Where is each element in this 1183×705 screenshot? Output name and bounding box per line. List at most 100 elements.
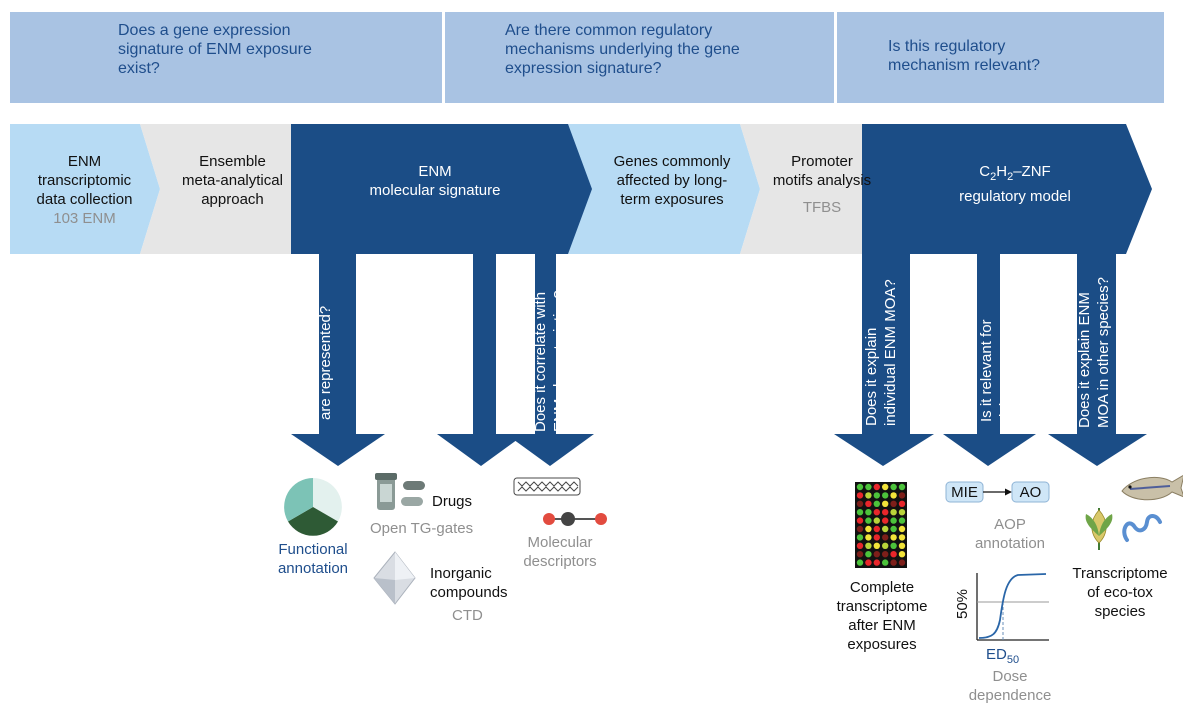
step-2: Ensemble meta-analytical approach: [170, 152, 295, 209]
question-box-1: Does a gene expression signature of ENM …: [10, 12, 442, 103]
microarray-icon: [855, 482, 907, 568]
aop-mie-label: MIE: [951, 484, 978, 501]
plant-icon: [1085, 508, 1113, 550]
microarray-spot: [882, 517, 889, 524]
microarray-spot: [865, 559, 872, 566]
step-6-line-2: regulatory model: [959, 188, 1071, 205]
microarray-spot: [865, 534, 872, 541]
microarray-spot: [865, 500, 872, 507]
pie-chart-icon: [284, 478, 342, 536]
microarray-spot: [890, 551, 897, 558]
ed50-label: ED50: [986, 646, 1020, 666]
question-2-line-3: expression signature?: [505, 60, 662, 77]
step-3-line-1: ENM: [418, 163, 452, 180]
step-1-chevron: [10, 124, 160, 254]
microarray-spot: [890, 509, 897, 516]
microarray-spot: [898, 559, 906, 566]
step-1-line-3: data collection: [36, 191, 133, 208]
microarray-spot: [890, 542, 897, 549]
microarray-spot: [882, 542, 889, 549]
drugs-icon: [375, 473, 425, 510]
microarray-spot: [865, 542, 872, 549]
microarray-spot: [856, 483, 864, 491]
step-4-chevron: [548, 124, 760, 254]
microarray-spot: [890, 517, 897, 524]
dose-response-plot: [976, 573, 1049, 641]
microarray-spot: [890, 492, 897, 499]
dose-y-label: 50%: [954, 588, 971, 619]
microarray-spot: [898, 542, 906, 549]
microarray-spot: [873, 492, 880, 499]
arrow-label-specific: Is it specific to ENM?: [426, 262, 443, 403]
nanotube-icon: [513, 477, 581, 496]
open-tg-gates-label: Open TG-gates: [370, 520, 474, 537]
microarray-spot: [865, 509, 872, 516]
step-2-line-1: Ensemble: [199, 153, 266, 170]
zebrafish-icon: [1121, 475, 1183, 501]
question-2-line-2: mechanisms underlying the gene: [505, 41, 740, 58]
microarray-spot: [898, 492, 906, 499]
step-2-line-3: approach: [201, 191, 264, 208]
step-4: Genes commonly affected by long- term ex…: [592, 152, 752, 209]
microarray-spot: [856, 559, 864, 566]
microarray-spot: [873, 483, 880, 491]
step-5-line-1: Promoter: [791, 153, 853, 170]
aop-diagram: [945, 481, 1050, 503]
microarray-spot: [898, 509, 906, 516]
microarray-spot: [856, 492, 864, 499]
microarray-spot: [856, 551, 864, 558]
microarray-spot: [890, 500, 897, 507]
microarray-spot: [890, 559, 897, 566]
microarray-spot: [873, 551, 880, 558]
step-1: ENM transcriptomic data collection 103 E…: [22, 152, 147, 228]
microarray-spot: [873, 559, 880, 566]
step-1-line-1: ENM: [67, 153, 102, 170]
microarray-spot: [882, 525, 889, 533]
microarray-spot: [898, 534, 906, 541]
step-5-line-2: motifs analysis: [772, 172, 872, 189]
microarray-spot: [890, 483, 897, 491]
microarray-spot: [873, 534, 880, 541]
microarray-spot: [856, 534, 864, 541]
microarray-spot: [882, 551, 889, 558]
microarray-spot: [856, 542, 864, 549]
microarray-spot: [873, 517, 880, 524]
microarray-spot: [856, 517, 864, 524]
microarray-spot: [898, 551, 906, 558]
step-6: C2H2–ZNF regulatory model: [910, 162, 1120, 206]
microarray-spot: [898, 517, 906, 524]
microarray-spot: [873, 542, 880, 549]
step-3: ENM molecular signature: [330, 162, 540, 200]
regulatory-model-block: [834, 124, 1152, 466]
microarray-spot: [856, 509, 864, 516]
step-3-line-2: molecular signature: [369, 182, 501, 199]
microarray-spot: [865, 525, 872, 533]
question-3-line-1: Is this regulatory: [888, 38, 1006, 55]
ctd-label: CTD: [452, 607, 483, 624]
microarray-spot: [873, 509, 880, 516]
step-4-line-3: term exposures: [620, 191, 724, 208]
microarray-spot: [898, 525, 906, 533]
microarray-spot: [856, 525, 864, 533]
step-4-line-1: Genes commonly: [613, 153, 731, 170]
question-box-2: Are there common regulatory mechanisms u…: [445, 12, 834, 103]
step-4-line-2: affected by long-: [616, 172, 728, 189]
question-2-line-1: Are there common regulatory: [505, 22, 713, 39]
microarray-spot: [882, 492, 889, 499]
step-5: Promoter motifs analysis TFBS: [752, 152, 892, 217]
microarray-spot: [856, 500, 864, 507]
worm-icon: [1122, 514, 1162, 542]
microarray-spot: [865, 517, 872, 524]
microarray-spot: [890, 525, 897, 533]
microarray-spot: [865, 483, 872, 491]
microarray-spot: [882, 509, 889, 516]
